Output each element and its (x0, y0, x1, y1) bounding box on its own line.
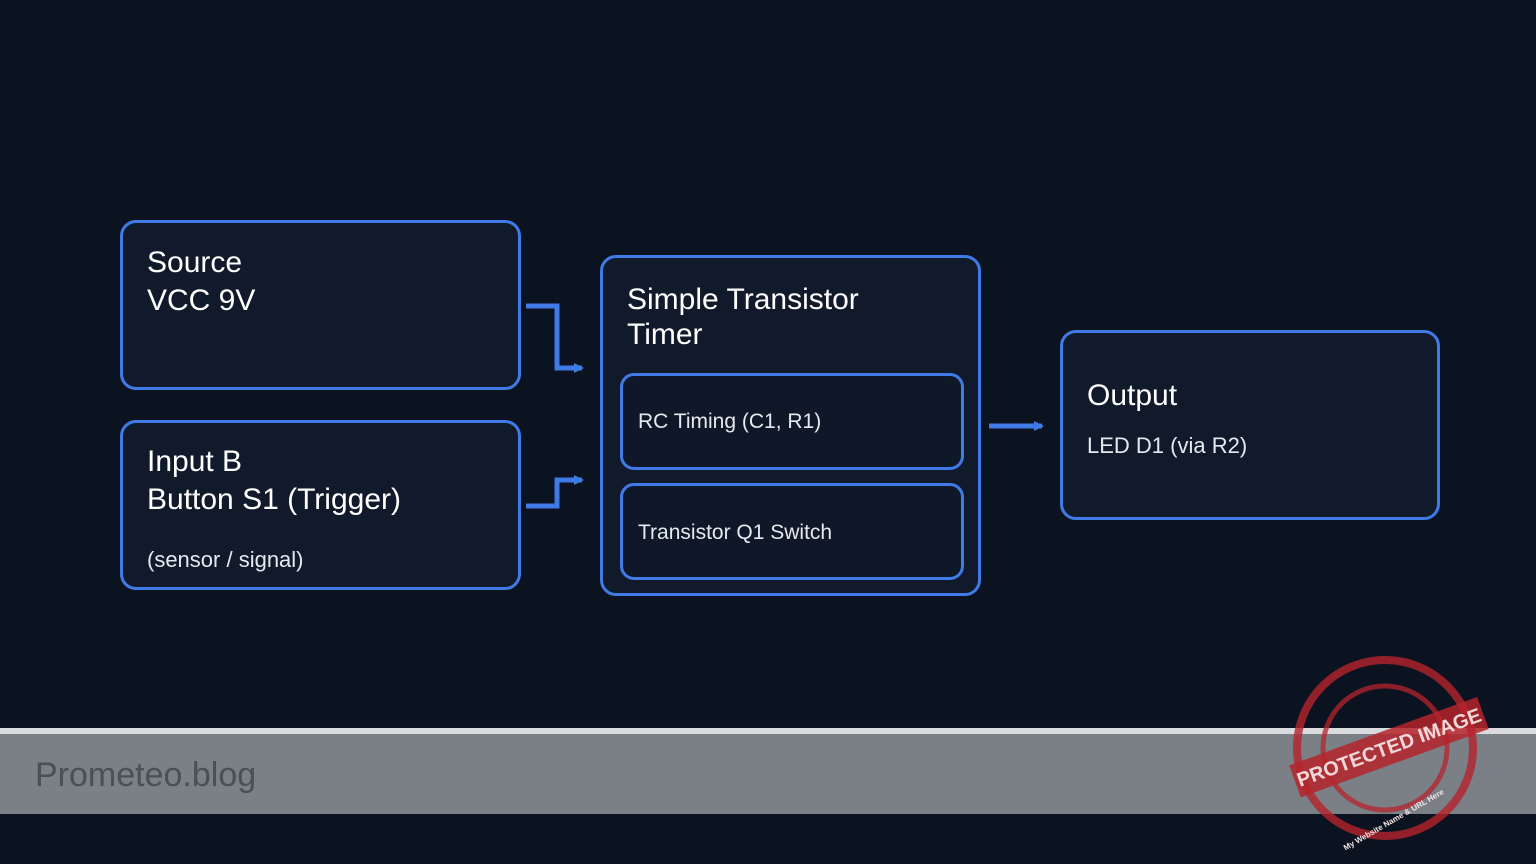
footer-bar: Prometeo.blog (0, 734, 1536, 814)
footer-brand: Prometeo.blog (35, 756, 257, 794)
input-title: Input B Button S1 (Trigger) (147, 445, 401, 516)
protected-image-stamp: PROTECTED IMAGE My Website Name & URL He… (1289, 656, 1489, 850)
arrow-input-to-timer (526, 475, 584, 509)
transistor-switch-stage: Transistor Q1 Switch (620, 483, 964, 580)
svg-text:My Website Name & URL Here: My Website Name & URL Here (1342, 787, 1446, 850)
source-block: Source VCC 9V (120, 220, 521, 390)
arrow-source-to-timer (526, 303, 584, 373)
input-block: Input B Button S1 (Trigger) (sensor / si… (120, 420, 521, 590)
source-title: Source VCC 9V (147, 246, 256, 317)
output-block: Output LED D1 (via R2) (1060, 330, 1440, 520)
timer-title: Simple Transistor Timer (627, 283, 859, 351)
rc-timing-stage: RC Timing (C1, R1) (620, 373, 964, 470)
input-note: (sensor / signal) (147, 547, 304, 572)
output-title: Output (1087, 379, 1178, 412)
output-detail: LED D1 (via R2) (1087, 433, 1248, 458)
rc-timing-label: RC Timing (C1, R1) (638, 410, 822, 433)
timer-block: Simple Transistor Timer RC Timing (C1, R… (600, 255, 981, 596)
transistor-switch-label: Transistor Q1 Switch (638, 521, 833, 544)
footer-divider (0, 728, 1536, 734)
